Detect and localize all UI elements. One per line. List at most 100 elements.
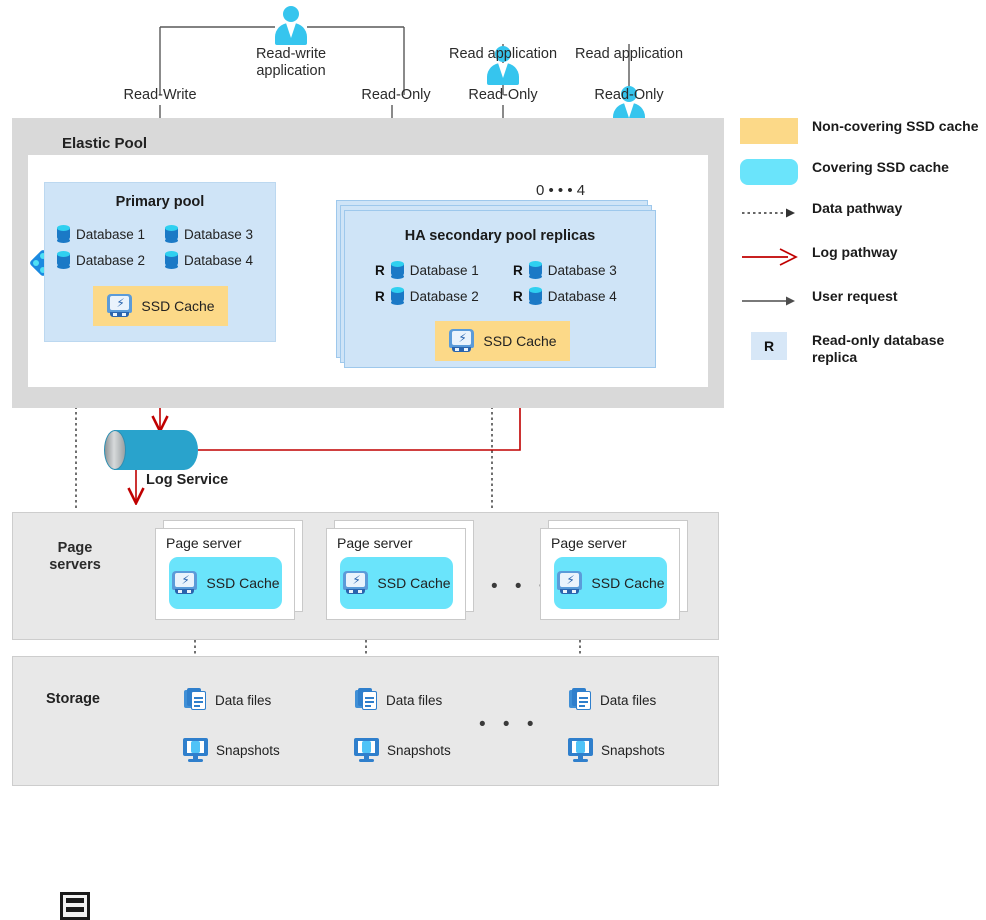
page-server-ssd-cache: ⚡ SSD Cache <box>340 557 453 609</box>
card-front-layer: Page server ⚡ SSD Cache <box>326 528 466 620</box>
snapshots-label: Snapshots <box>601 742 665 758</box>
data-files-icon <box>355 688 378 712</box>
legend-label: Log pathway <box>812 244 898 260</box>
replica-badge: R <box>375 288 385 304</box>
log-service-cylinder <box>104 430 198 470</box>
page-server-card-2[interactable]: Page server ⚡ SSD Cache <box>326 520 474 620</box>
legend-label: User request <box>812 288 898 304</box>
page-server-ssd-cache: ⚡ SSD Cache <box>169 557 282 609</box>
legend-item-readonly-replica: R Read-only database replica <box>740 332 980 366</box>
ssd-drive-icon: ⚡ <box>106 294 133 318</box>
elastic-pool-title: Elastic Pool <box>62 135 148 152</box>
user-icon-read-write-app <box>274 6 308 46</box>
person-collar <box>286 23 296 38</box>
connection-label-read-only-3: Read-Only <box>594 87 664 103</box>
storage-section-label: Storage <box>46 691 100 707</box>
user-label-read-app-2: Read application <box>574 46 684 62</box>
database-label: Database 4 <box>547 288 617 304</box>
diamond-dot-top <box>40 253 46 259</box>
legend-item-non-covering-cache: Non-covering SSD cache <box>740 118 980 144</box>
data-files-label: Data files <box>600 692 657 708</box>
database-icon <box>390 287 404 305</box>
legend-badge-r: R <box>751 332 787 360</box>
snapshots-icon <box>568 738 593 762</box>
user-label-line2: application <box>256 63 326 79</box>
page-servers-label-line1: Page <box>57 540 93 556</box>
legend-arrow-red-icon <box>740 244 798 270</box>
page-server-card-3[interactable]: Page server ⚡ SSD Cache <box>540 520 688 620</box>
database-icon <box>57 251 70 269</box>
snapshots-icon <box>183 738 208 762</box>
person-head <box>495 46 511 62</box>
primary-pool-ssd-cache: ⚡ SSD Cache <box>93 286 228 326</box>
ha-pool-ssd-cache: ⚡ SSD Cache <box>435 321 570 361</box>
person-head <box>621 86 637 102</box>
person-collar <box>498 63 508 78</box>
snapshots-icon <box>354 738 379 762</box>
cylinder-body <box>114 430 198 470</box>
snapshots-label: Snapshots <box>216 742 280 758</box>
data-files-icon <box>184 688 207 712</box>
ha-pool-title: HA secondary pool replicas <box>404 228 596 244</box>
page-server-card-1[interactable]: Page server ⚡ SSD Cache <box>155 520 303 620</box>
database-icon <box>165 251 178 269</box>
user-label-line1: Read-write <box>255 46 327 62</box>
legend-item-covering-cache: Covering SSD cache <box>740 159 980 185</box>
ssd-cache-label: SSD Cache <box>377 575 451 591</box>
primary-database-1: Database 1 <box>57 225 145 243</box>
database-label: Database 2 <box>409 288 479 304</box>
ssd-cache-label: SSD Cache <box>591 575 665 591</box>
user-icon-read-app-1 <box>486 46 520 86</box>
data-files-label: Data files <box>215 692 272 708</box>
user-label-read-write-app: Read-write application <box>231 46 351 80</box>
person-head <box>283 6 299 22</box>
replica-badge: R <box>513 288 523 304</box>
connection-label-read-only-1: Read-Only <box>361 87 431 103</box>
diamond-dot-left <box>33 260 39 266</box>
primary-database-2: Database 2 <box>57 251 145 269</box>
ha-database-1: R Database 1 <box>375 261 479 279</box>
storage-snapshots-3: Snapshots <box>568 738 665 762</box>
log-service-label: Log Service <box>146 472 229 488</box>
storage-section-icon <box>60 892 90 920</box>
card-front-layer: Page server ⚡ SSD Cache <box>155 528 295 620</box>
page-server-title: Page server <box>551 535 627 551</box>
ha-database-3: R Database 3 <box>513 261 617 279</box>
diamond-dot-bottom <box>40 267 46 273</box>
user-label-read-app-1: Read application <box>448 46 558 62</box>
cylinder-cap <box>104 430 126 470</box>
database-label: Database 3 <box>547 262 617 278</box>
storage-snapshots-1: Snapshots <box>183 738 280 762</box>
ssd-cache-label: SSD Cache <box>206 575 280 591</box>
legend-swatch-cyan <box>740 159 798 185</box>
database-label: Database 3 <box>184 226 254 242</box>
replica-badge: R <box>513 262 523 278</box>
primary-database-3: Database 3 <box>165 225 253 243</box>
ssd-drive-icon: ⚡ <box>448 329 475 353</box>
legend-label: Non-covering SSD cache <box>812 118 979 134</box>
legend-label: Read-only database replica <box>812 332 945 365</box>
database-icon <box>57 225 70 243</box>
ssd-drive-icon: ⚡ <box>556 571 583 595</box>
page-servers-label-line2: servers <box>49 557 101 573</box>
replica-count-label: 0 • • • 4 <box>536 182 586 199</box>
connection-label-read-only-2: Read-Only <box>468 87 538 103</box>
storage-data-files-3: Data files <box>569 688 656 712</box>
data-files-icon <box>569 688 592 712</box>
legend-item-user-request: User request <box>740 288 980 314</box>
card-front-layer: Page server ⚡ SSD Cache <box>540 528 680 620</box>
legend-swatch-yellow <box>740 118 798 144</box>
legend-label: Data pathway <box>812 200 903 216</box>
ha-database-4: R Database 4 <box>513 287 617 305</box>
database-label: Database 2 <box>76 252 146 268</box>
storage-snapshots-2: Snapshots <box>354 738 451 762</box>
database-icon <box>528 261 542 279</box>
replica-badge: R <box>375 262 385 278</box>
legend-badge-wrap: R <box>740 332 798 360</box>
database-icon <box>165 225 178 243</box>
person-collar <box>624 103 634 118</box>
ssd-drive-icon: ⚡ <box>342 571 369 595</box>
database-label: Database 1 <box>76 226 146 242</box>
legend-item-data-pathway: Data pathway <box>740 200 980 226</box>
page-server-title: Page server <box>166 535 242 551</box>
